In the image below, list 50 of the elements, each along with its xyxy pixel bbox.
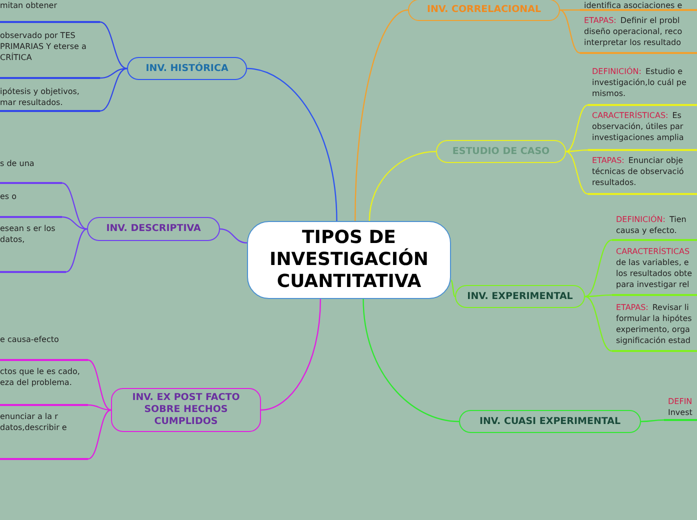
subtopic-note: DEFINICIÓN: Tien causa y efecto. bbox=[612, 214, 697, 241]
subtopic-note: esean s er los datos, bbox=[0, 223, 66, 273]
subtopic-note: s de una bbox=[0, 158, 62, 184]
branch-line bbox=[246, 68, 338, 222]
subtopic-note: DEFIN Invest bbox=[664, 396, 697, 421]
subtopic-note: e causa-efecto bbox=[0, 334, 88, 361]
subtopic-note: ETAPAS: Revisar li formular la hipótes experimento, orga significación estad bbox=[612, 302, 697, 352]
branch-line bbox=[450, 280, 456, 297]
topic-pill: INV. CORRELACIONAL bbox=[408, 0, 560, 21]
branch-line bbox=[354, 9, 408, 222]
subtopic-note: ETAPAS: Enunciar obje técnicas de observació resultados. bbox=[588, 155, 697, 195]
subtopic-note: DEFINICIÓN: Estudio e investigación,lo cuál pe mismos. bbox=[588, 66, 697, 106]
subtopic-note: CARACTERÍSTICAS: Es observación, útiles par investigaciones amplia bbox=[588, 110, 697, 151]
branch-line bbox=[566, 104, 588, 152]
branch-line bbox=[88, 404, 112, 411]
branch-line bbox=[362, 298, 460, 422]
topic-pill: INV. CUASI EXPERIMENTAL bbox=[459, 410, 641, 433]
branch-line bbox=[88, 409, 112, 460]
subtopic-note: mitan obtener bbox=[0, 0, 100, 23]
topic-pill: INV. HISTÓRICA bbox=[127, 57, 247, 80]
branch-line bbox=[560, 9, 580, 11]
branch-line bbox=[585, 294, 612, 298]
topic-pill: INV. EX POST FACTO SOBRE HECHOS CUMPLIDOS bbox=[111, 388, 261, 432]
branch-line bbox=[260, 298, 322, 411]
topic-pill: INV. DESCRIPTIVA bbox=[87, 217, 220, 241]
subtopic-note: ipótesis y objetivos, mar resultados. bbox=[0, 86, 100, 112]
branch-line bbox=[88, 359, 112, 411]
branch-line bbox=[66, 228, 88, 273]
branch-line bbox=[641, 419, 664, 422]
branch-line bbox=[584, 239, 612, 298]
subtopic-note: CARACTERÍSTICAS de las variables, e los resultados obte para investigar rel bbox=[612, 246, 697, 296]
subtopic-note: es o bbox=[0, 191, 62, 218]
branch-line bbox=[100, 68, 128, 112]
branch-line bbox=[100, 68, 128, 79]
branch-line bbox=[566, 150, 588, 195]
branch-line bbox=[584, 296, 612, 352]
subtopic-note: ctos que le es cado, eza del problema. bbox=[0, 366, 88, 406]
branch-line bbox=[560, 9, 580, 54]
branch-line bbox=[62, 216, 88, 230]
subtopic-note: enunciar a la r datos,describir e bbox=[0, 411, 88, 460]
branch-line bbox=[566, 149, 588, 152]
topic-pill: INV. EXPERIMENTAL bbox=[455, 285, 585, 308]
branch-line bbox=[220, 228, 248, 244]
subtopic-note: identifica asociaciones e bbox=[580, 0, 697, 11]
branch-line bbox=[368, 150, 436, 222]
subtopic-note: ETAPAS: Definir el probl diseño operacional, reco interpretar los resultado bbox=[580, 15, 697, 54]
branch-line bbox=[100, 21, 128, 70]
branch-line bbox=[62, 182, 88, 230]
central-topic: TIPOS DE INVESTIGACIÓN CUANTITATIVA bbox=[247, 221, 451, 299]
subtopic-note: observado por TES PRIMARIAS Y eterse a CRÍTICA bbox=[0, 30, 100, 79]
